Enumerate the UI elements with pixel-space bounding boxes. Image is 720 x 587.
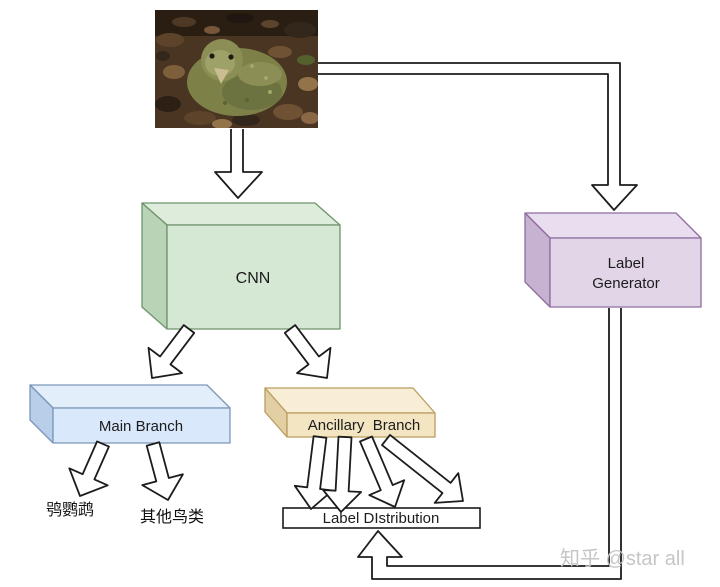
label-generator-label-line1: Label [608,255,645,272]
ancillary-branch-label: Ancillary Branch [308,417,421,434]
arrow-cnn-to-main-branch [147,324,196,379]
label-generator-box: Label Generator [524,212,702,308]
arrow-ancillary-to-distribution-3 [359,435,406,508]
label-distribution-label: Label DIstribution [323,510,440,527]
ancillary-branch-box-top [264,387,436,414]
main-branch-box-top [29,384,231,409]
arrow-image-to-cnn [214,129,263,199]
ancillary-branch-box-front [286,412,436,438]
photo-bird [187,39,287,116]
cnn-box-front [166,224,341,330]
arrow-ancillary-to-distribution-2 [322,435,363,513]
input-photo [155,10,318,128]
label-generator-box-top [524,212,702,239]
main-branch-label: Main Branch [99,418,183,435]
watermark: 知乎 @star all [560,547,685,570]
cnn-box: CNN [141,202,341,330]
label-generator-label-line2: Generator [592,275,660,292]
connector-image-to-label-generator [318,62,638,211]
class-label-other-birds: 其他鸟类 [140,508,204,526]
main-branch-box: Main Branch [29,384,231,444]
arrow-main-to-kakapo [68,440,110,497]
photo-texture [155,10,318,128]
main-branch-box-front [52,407,231,444]
label-distribution-box [282,507,481,529]
arrow-ancillary-to-distribution-4 [381,433,464,504]
cnn-label: CNN [236,270,271,287]
arrow-main-to-other-birds [141,441,184,501]
label-generator-box-front [549,237,702,308]
arrow-cnn-to-ancillary-branch [283,324,332,379]
cnn-box-top [141,202,341,226]
connector-generator-to-distribution [357,308,622,580]
cnn-box-side [141,202,168,330]
ancillary-branch-box: Ancillary Branch [264,387,436,438]
arrow-ancillary-to-distribution-1 [293,435,334,510]
class-label-kakapo: 鸮鹦鹉 [46,501,94,519]
